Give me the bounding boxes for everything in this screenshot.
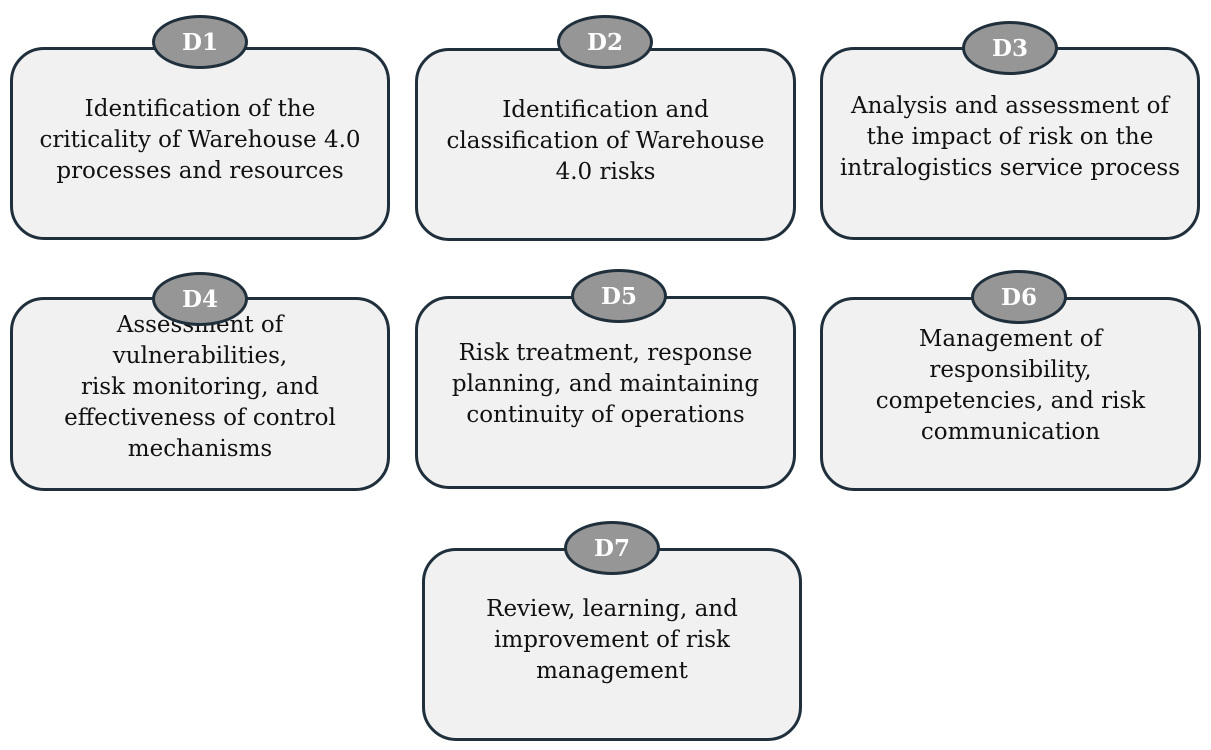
dimension-badge-d4: D4 <box>152 272 248 326</box>
dimension-badge-d1: D1 <box>152 15 248 69</box>
dimension-badge-d7: D7 <box>564 521 660 575</box>
dimension-card-d6: Management of responsibility, competenci… <box>820 297 1201 491</box>
dimension-card-d1-text: Identification of the criticality of War… <box>39 96 361 184</box>
dimension-card-d2: Identification and classification of War… <box>415 48 796 241</box>
dimension-card-d7: Review, learning, and improvement of ris… <box>422 548 802 741</box>
dimension-card-d4: Assessment of vulnerabilities, risk moni… <box>10 297 390 491</box>
dimension-card-d3-text: Analysis and assessment of the impact of… <box>839 93 1181 181</box>
dimension-card-d4-text: Assessment of vulnerabilities, risk moni… <box>64 311 336 462</box>
dimension-card-d5-text: Risk treatment, response planning, and m… <box>451 340 760 428</box>
dimension-card-d3: Analysis and assessment of the impact of… <box>820 47 1200 240</box>
dimension-card-d6-text: Management of responsibility, competenci… <box>875 326 1146 445</box>
dimension-badge-d3: D3 <box>962 21 1058 75</box>
dimension-badge-d6: D6 <box>971 270 1067 324</box>
dimension-card-d2-text: Identification and classification of War… <box>446 97 765 185</box>
dimension-card-d5: Risk treatment, response planning, and m… <box>415 296 796 489</box>
dimension-card-d7-text: Review, learning, and improvement of ris… <box>486 596 738 684</box>
dimension-card-d1: Identification of the criticality of War… <box>10 47 390 240</box>
dimension-badge-d2: D2 <box>557 15 653 69</box>
dimension-badge-d5: D5 <box>571 269 667 323</box>
